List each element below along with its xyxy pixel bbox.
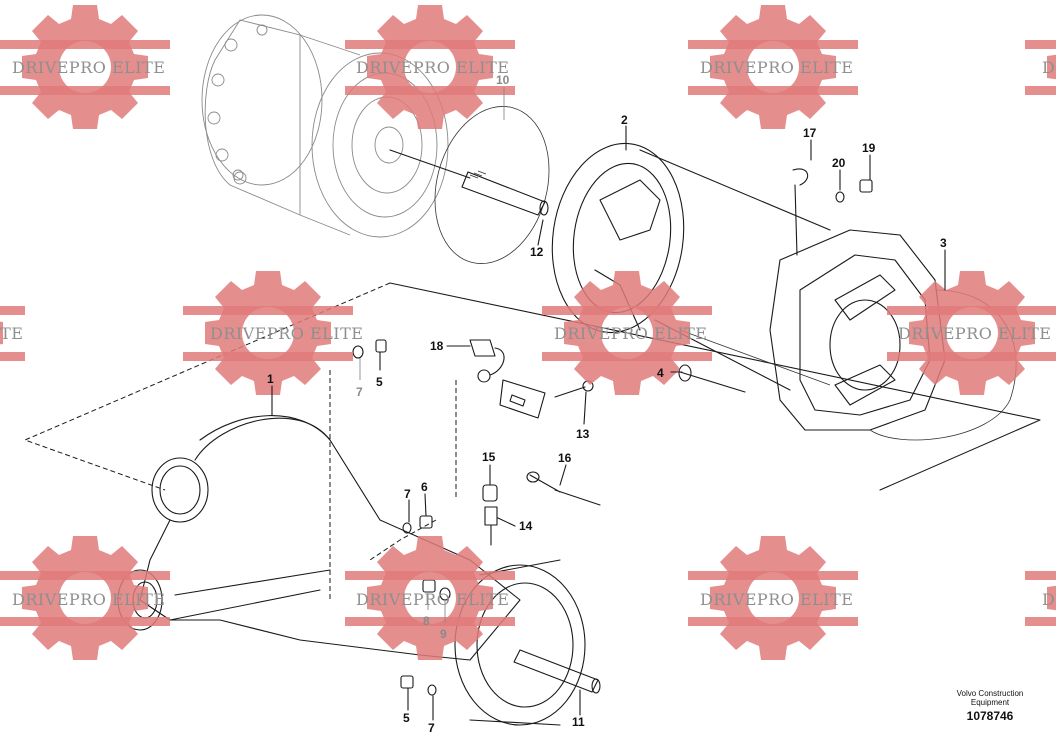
callout-1: 1 (267, 372, 274, 386)
callout-9: 9 (440, 627, 447, 641)
watermark-text: DRIVEPRO ELITE (356, 58, 509, 77)
assembly-outline (23, 282, 1041, 491)
o-ring-10 (434, 106, 550, 264)
callout-13: 13 (576, 427, 590, 441)
callout-8: 8 (423, 614, 430, 628)
watermark-text: DRIVEPRO ELITE (554, 324, 707, 343)
callout-4: 4 (657, 366, 664, 380)
lower-flange-housing (454, 559, 586, 726)
callout-6: 6 (421, 480, 428, 494)
watermark-text: DRIVEPRO ELITE (0, 324, 23, 343)
drive-shaft-11 (513, 649, 601, 694)
watermark-layer: DRIVEPRO ELITE DRIVEPRO ELITE DRIVEPRO E… (0, 5, 1056, 660)
callout-14: 14 (519, 519, 533, 533)
callout-3: 3 (940, 236, 947, 250)
watermark-text: DRIVEPRO ELITE (700, 590, 853, 609)
callout-18: 18 (430, 339, 444, 353)
brand-line-2: Equipment (971, 698, 1010, 707)
callout-16: 16 (558, 451, 572, 465)
callout-11: 11 (572, 715, 585, 729)
callout-7-mid: 7 (404, 487, 411, 501)
drive-shaft-12 (389, 149, 549, 216)
callout-5-bottom: 5 (403, 711, 410, 725)
callout-7-top: 7 (356, 385, 363, 399)
part-callouts: 10 2 17 20 19 3 12 4 1 5 7 18 13 15 16 1… (267, 73, 947, 735)
brand-line-1: Volvo Construction (957, 689, 1024, 698)
watermark-text: DRIVEPRO ELITE (1042, 590, 1056, 609)
callout-12: 12 (530, 245, 544, 259)
callout-20: 20 (832, 156, 846, 170)
watermark-text: DRIVEPRO ELITE (210, 324, 363, 343)
callout-17: 17 (803, 126, 817, 140)
watermark-text: DRIVEPRO ELITE (700, 58, 853, 77)
figure-caption: Volvo Construction Equipment 1078746 (957, 689, 1024, 723)
watermark-text: DRIVEPRO ELITE (12, 590, 165, 609)
callout-7-bottom: 7 (428, 721, 435, 735)
leader-lines (271, 87, 946, 721)
callout-2: 2 (621, 113, 628, 127)
watermark-text: DRIVEPRO ELITE (1042, 58, 1056, 77)
callout-15: 15 (482, 450, 496, 464)
figure-number: 1078746 (967, 709, 1014, 723)
watermark-text: DRIVEPRO ELITE (12, 58, 165, 77)
watermark-text: DRIVEPRO ELITE (898, 324, 1051, 343)
callout-19: 19 (862, 141, 876, 155)
axle-beam-1 (117, 370, 521, 661)
hub-bolt-holes (207, 24, 268, 185)
callout-5-top: 5 (376, 375, 383, 389)
watermark-text: DRIVEPRO ELITE (356, 590, 509, 609)
callout-10: 10 (496, 73, 510, 87)
